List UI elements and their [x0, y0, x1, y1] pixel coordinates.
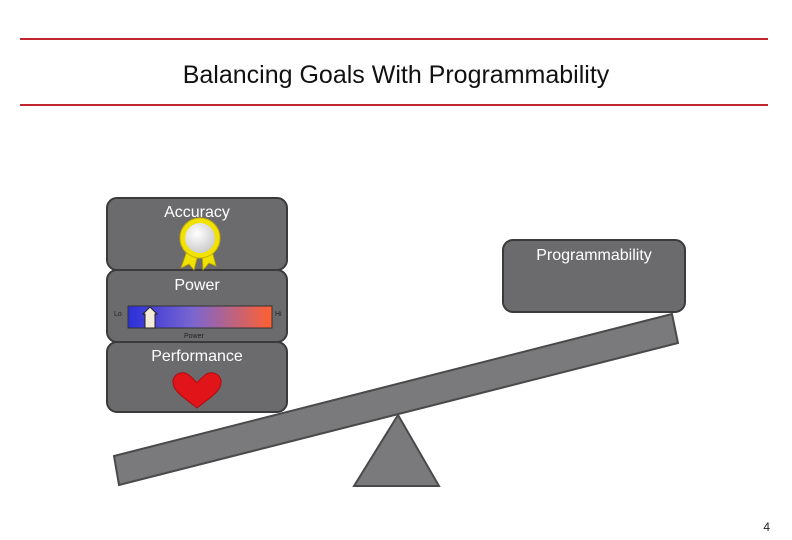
- accuracy-label: Accuracy: [164, 204, 230, 221]
- power-label: Power: [174, 277, 220, 294]
- power-scale-high: Hi: [275, 311, 282, 318]
- slide-title: Balancing Goals With Programmability: [182, 61, 610, 89]
- performance-label: Performance: [151, 348, 243, 365]
- heart-icon: [172, 372, 222, 409]
- power-scale-caption: Power: [184, 333, 204, 340]
- fulcrum-triangle: [352, 413, 441, 487]
- seesaw-beam: [112, 312, 680, 487]
- power-gradient-meter-icon: [127, 305, 273, 329]
- power-scale-low: Lo: [114, 311, 122, 318]
- programmability-label: Programmability: [536, 247, 652, 264]
- page-number: 4: [763, 520, 770, 534]
- title-top-rule: [20, 38, 768, 40]
- ribbon-award-icon: [179, 217, 221, 272]
- programmability-box: [502, 239, 686, 313]
- title-bottom-rule: [20, 104, 768, 106]
